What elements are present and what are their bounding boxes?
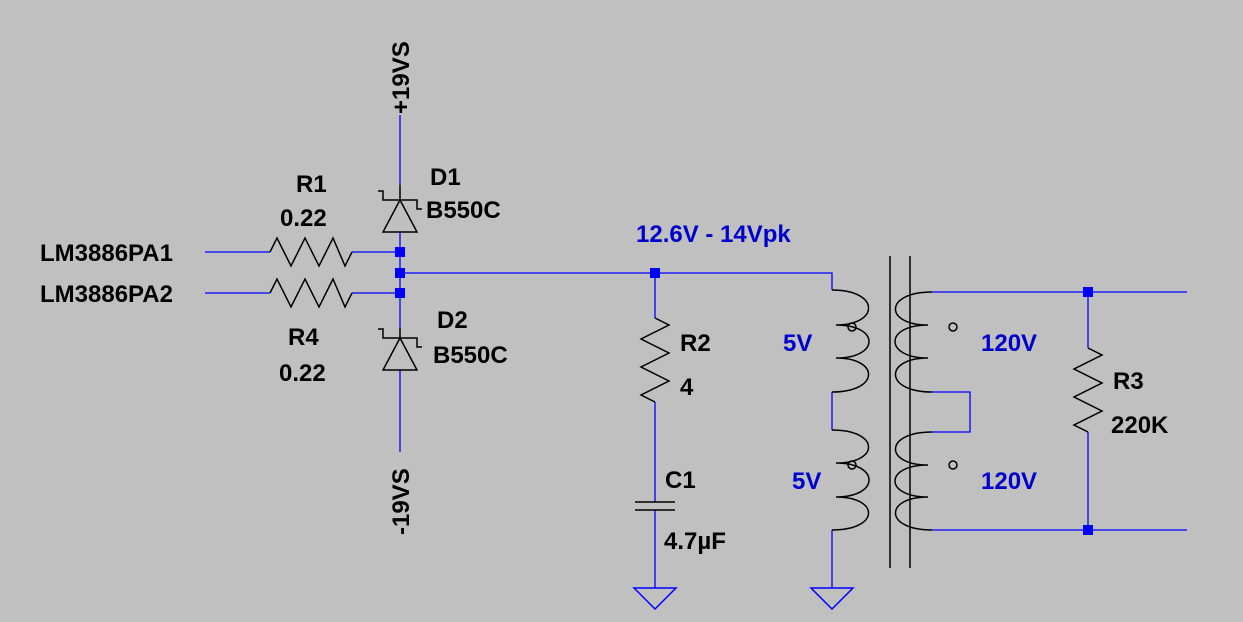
ground-symbol-c1 — [632, 587, 678, 611]
net-label-input-2: LM3886PA2 — [40, 281, 173, 308]
wire-main-bus — [400, 272, 833, 290]
junction-r4-d2 — [395, 288, 405, 298]
phase-dot-primary-top — [847, 322, 857, 332]
net-label-positive-rail: +19VS — [388, 41, 415, 114]
junction-r3-top — [1083, 287, 1093, 297]
resistor-r1 — [269, 236, 353, 268]
secondary-winding-bottom — [894, 431, 933, 531]
r1-value: 0.22 — [280, 205, 327, 232]
transformer — [831, 256, 958, 568]
resistor-r2 — [639, 317, 671, 403]
phase-dot-primary-bottom — [847, 460, 857, 470]
junction-r3-bottom — [1083, 525, 1093, 535]
capacitor-c1 — [635, 501, 675, 511]
d2-ref: D2 — [437, 307, 468, 334]
d1-ref: D1 — [430, 164, 461, 191]
secondary-bottom-voltage: 120V — [981, 468, 1037, 495]
c1-ref: C1 — [665, 467, 696, 494]
junction-main-bus — [395, 268, 405, 278]
node-voltage-annotation: 12.6V - 14Vpk — [636, 221, 791, 248]
junction-r2-node — [650, 268, 660, 278]
r2-ref: R2 — [680, 330, 711, 357]
wire-secondary-link — [932, 391, 971, 433]
primary-top-voltage: 5V — [783, 330, 812, 357]
r2-value: 4 — [680, 374, 694, 401]
resistor-r3 — [1072, 347, 1104, 433]
d2-value: B550C — [433, 342, 508, 369]
d1-value: B550C — [426, 197, 501, 224]
primary-winding-bottom — [831, 429, 870, 531]
secondary-winding-top — [894, 291, 933, 393]
diode-d2 — [378, 328, 422, 371]
junction-r1-d1 — [395, 247, 405, 257]
phase-dot-secondary-top — [948, 322, 958, 332]
phase-dot-secondary-bottom — [948, 460, 958, 470]
ground-symbol-transformer — [809, 587, 855, 611]
net-label-input-1: LM3886PA1 — [40, 240, 173, 267]
primary-winding-top — [831, 289, 870, 393]
r4-ref: R4 — [288, 324, 319, 351]
c1-value: 4.7µF — [664, 528, 726, 555]
resistor-r4 — [269, 277, 353, 309]
r3-value: 220K — [1111, 412, 1169, 439]
secondary-top-voltage: 120V — [981, 330, 1037, 357]
net-label-negative-rail: -19VS — [388, 468, 415, 535]
r3-ref: R3 — [1113, 368, 1144, 395]
junctions — [395, 247, 1093, 535]
r1-ref: R1 — [296, 171, 327, 198]
diode-d1 — [378, 185, 422, 233]
r4-value: 0.22 — [279, 360, 326, 387]
primary-bottom-voltage: 5V — [792, 468, 821, 495]
